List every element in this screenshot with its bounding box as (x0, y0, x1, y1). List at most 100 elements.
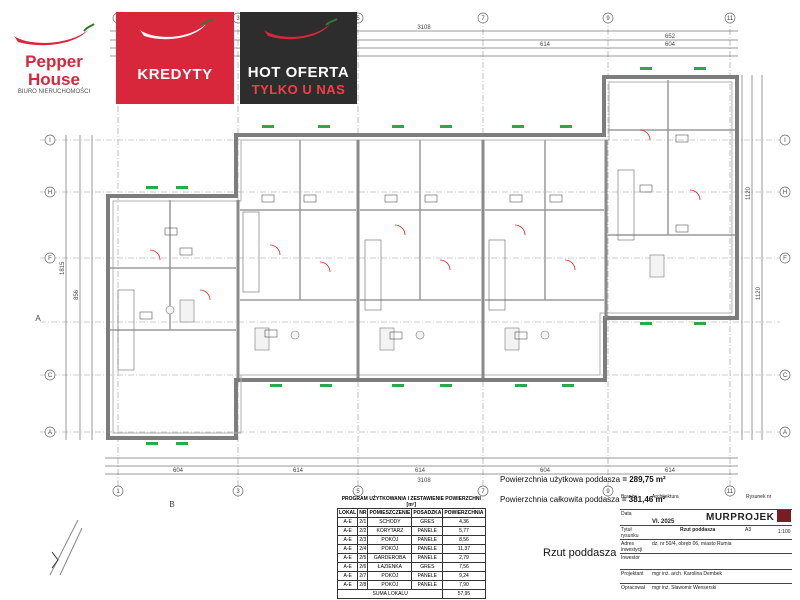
table-cell: A-E (336, 553, 359, 563)
door-swings (149, 129, 701, 301)
room-table-caption: PROGRAM UŻYTKOWANIA I ZESTAWIENIE POWIER… (341, 496, 481, 508)
axis-label-row-h: H (48, 190, 52, 196)
axis-label-row-i: I (49, 138, 51, 144)
table-cell: GARDEROBA (367, 553, 413, 563)
logo-brand-line1: Pepper (25, 52, 83, 71)
tb-value: mgr inż. Sławomir Wenserski (652, 585, 717, 591)
axis-label-row-h-right: H (783, 190, 787, 196)
dim-top-total: 3108 (417, 25, 431, 31)
chili-pepper-icon (264, 18, 338, 40)
tb-value: dz. nr 50/4, obręb 06, miasto Rumia (652, 541, 732, 547)
table-cell: A-E (336, 562, 359, 572)
table-cell: 2,79 (442, 553, 486, 563)
axis-label-col-1-bottom: 1 (116, 489, 120, 495)
dim-bottom-total: 3108 (417, 478, 431, 484)
sheet-no-value: A3 (745, 527, 752, 533)
usable-area-label: Powierzchnia użytkowa poddasza (500, 475, 621, 484)
dim-bottom-bay-3: 614 (415, 468, 426, 474)
table-cell: 8,56 (442, 535, 486, 545)
tb-key: Inwestor (621, 555, 640, 561)
table-cell: A-E (336, 571, 359, 581)
table-cell: PANELE (411, 544, 444, 554)
axis-label-col-5: 5 (356, 16, 360, 22)
table-cell: 2/2 (357, 526, 369, 536)
chili-pepper-icon (140, 18, 214, 40)
total-area-value: = 381,46 m² (621, 495, 666, 504)
dim-left-1: 1815 (60, 261, 66, 275)
table-cell: 2/7 (357, 571, 369, 581)
table-cell: POKÓJ (367, 544, 413, 554)
scale-value: 1:100 (778, 529, 791, 535)
dim-top-bay-4: 604 (665, 42, 676, 48)
tb-row-opracowal: Opracował mgr inż. Sławomir Wenserski (620, 583, 792, 594)
table-cell: 4,36 (442, 517, 486, 527)
table-cell: 11,37 (442, 544, 486, 554)
axis-label-row-c: C (48, 373, 53, 379)
table-cell: 2/1 (357, 517, 369, 527)
date-value: VI. 2025 (652, 519, 675, 525)
table-cell: SCHODY (367, 517, 413, 527)
total-area-label: Powierzchnia całkowita poddasza (500, 495, 620, 504)
table-header-row: LOKAL NR POMIESZCZENIE POSADZKA POWIERZC… (336, 508, 486, 518)
dim-bottom-bay-1: 604 (173, 468, 184, 474)
table-cell: GRES (411, 562, 444, 572)
chili-pepper-icon (14, 23, 95, 46)
dim-top-split-2: 652 (665, 34, 676, 40)
kredyty-banner[interactable]: KREDYTY (116, 12, 234, 104)
room-tags (139, 134, 689, 340)
axis-label-row-i-right: I (784, 138, 786, 144)
tb-row-branza: Branża Architektura (620, 493, 792, 502)
table-header: POMIESZCZENIE (367, 508, 413, 518)
table-cell: KORYTARZ (367, 526, 413, 536)
axis-label-col-7-bottom: 7 (481, 489, 485, 495)
table-header: POWIERZCHNIA (442, 508, 486, 518)
axis-label-col-7: 7 (481, 16, 485, 22)
tb-key: Opracował (621, 585, 645, 591)
table-cell: 7,56 (442, 562, 486, 572)
dim-left-2: 856 (74, 289, 80, 300)
section-marker-b: B (169, 500, 174, 509)
logo-brand-line2: House (28, 70, 80, 89)
table-cell: A-E (336, 517, 359, 527)
sum-label: SUMA LOKALU (336, 589, 444, 599)
axis-label-row-f: F (48, 256, 52, 262)
tb-key: Adres inwestycji (621, 541, 643, 553)
north-arrow (49, 519, 83, 576)
bathroom-fixtures (165, 254, 665, 351)
table-cell: 9,24 (442, 571, 486, 581)
dimension-lines-bottom (105, 457, 738, 475)
company-mark (777, 510, 791, 522)
table-cell: POKÓJ (367, 580, 413, 590)
table-cell: GRES (411, 517, 444, 527)
axis-label-col-3-bottom: 3 (236, 489, 240, 495)
table-cell: PANELE (411, 553, 444, 563)
tylko-u-nas-label: TYLKO U NAS (251, 82, 346, 97)
tb-key: Tytuł rysunku (621, 527, 639, 539)
table-cell: 2/3 (357, 535, 369, 545)
window-markers (146, 67, 706, 445)
usable-area-summary: Powierzchnia użytkowa poddasza = 289,75 … (500, 475, 666, 484)
tb-key: Projektant (621, 571, 644, 577)
hot-oferta-banner[interactable]: HOT OFERTA TYLKO U NAS (240, 12, 357, 104)
kredyty-label: KREDYTY (137, 66, 213, 83)
table-cell: PANELE (411, 580, 444, 590)
dim-right-2: 1120 (756, 286, 762, 300)
axis-label-row-f-right: F (783, 256, 787, 262)
table-cell: A-E (336, 580, 359, 590)
table-cell: A-E (336, 526, 359, 536)
company-name: MURPROJEK (706, 512, 775, 523)
partition-walls (236, 140, 608, 378)
table-cell: 2/5 (357, 553, 369, 563)
axis-label-col-9-bottom: 9 (606, 489, 610, 495)
pepper-house-logo: Pepper House BIURO NIERUCHOMOŚCI (8, 22, 100, 100)
table-cell: A-E (336, 535, 359, 545)
inner-wall-line (112, 81, 733, 434)
table-cell: 7,90 (442, 580, 486, 590)
sheet-number-label: Rysunek nr (746, 494, 772, 500)
dimension-lines-sides (65, 75, 763, 440)
